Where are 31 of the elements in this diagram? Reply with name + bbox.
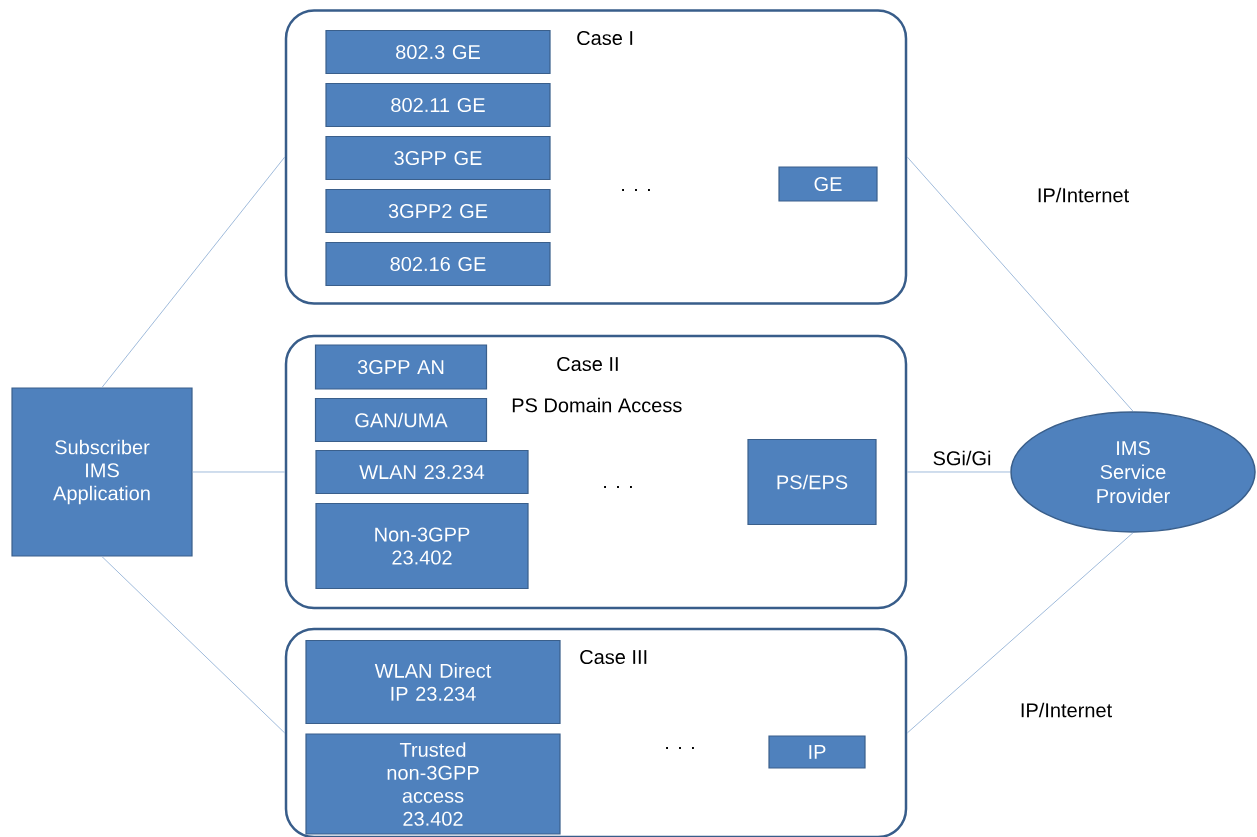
access-box: PS/EPS [747, 438, 877, 526]
connector-line [906, 532, 1134, 734]
ellipsis: . . . [604, 485, 632, 489]
ellipsis: . . . [666, 746, 694, 750]
access-box: GE [778, 166, 878, 202]
connector-line [101, 556, 286, 734]
edge-label: IP/Internet [1035, 186, 1131, 204]
access-box: Subscriber IMS Application [11, 387, 193, 557]
access-box: 802.11 GE [325, 82, 551, 128]
access-box: 802.3 GE [325, 29, 551, 75]
access-box: 3GPP2 GE [325, 188, 551, 234]
access-box: GAN/UMA [314, 397, 488, 443]
panel-heading: PS Domain Access [512, 397, 682, 413]
access-box: Non-3GPP 23.402 [315, 502, 529, 590]
edge-label: SGi/Gi [931, 449, 993, 467]
connector-line [906, 471, 1011, 473]
connector-line [101, 156, 286, 388]
access-box: 3GPP GE [325, 135, 551, 181]
ellipsis: . . . [622, 188, 650, 192]
edge-label: IP/Internet [1018, 701, 1114, 719]
panel-heading: Case III [580, 649, 647, 665]
panel-heading: Case II [557, 356, 618, 372]
access-box: IP [768, 735, 866, 769]
panel-heading: Case I [577, 30, 633, 46]
connector-line [192, 471, 286, 473]
access-box: Trusted non-3GPP access 23.402 [305, 733, 561, 835]
access-box: 3GPP AN [314, 344, 488, 390]
access-box: 802.16 GE [325, 241, 551, 287]
access-box: WLAN Direct IP 23.234 [305, 639, 561, 725]
access-box: WLAN 23.234 [315, 449, 529, 495]
connector-line [906, 156, 1134, 412]
